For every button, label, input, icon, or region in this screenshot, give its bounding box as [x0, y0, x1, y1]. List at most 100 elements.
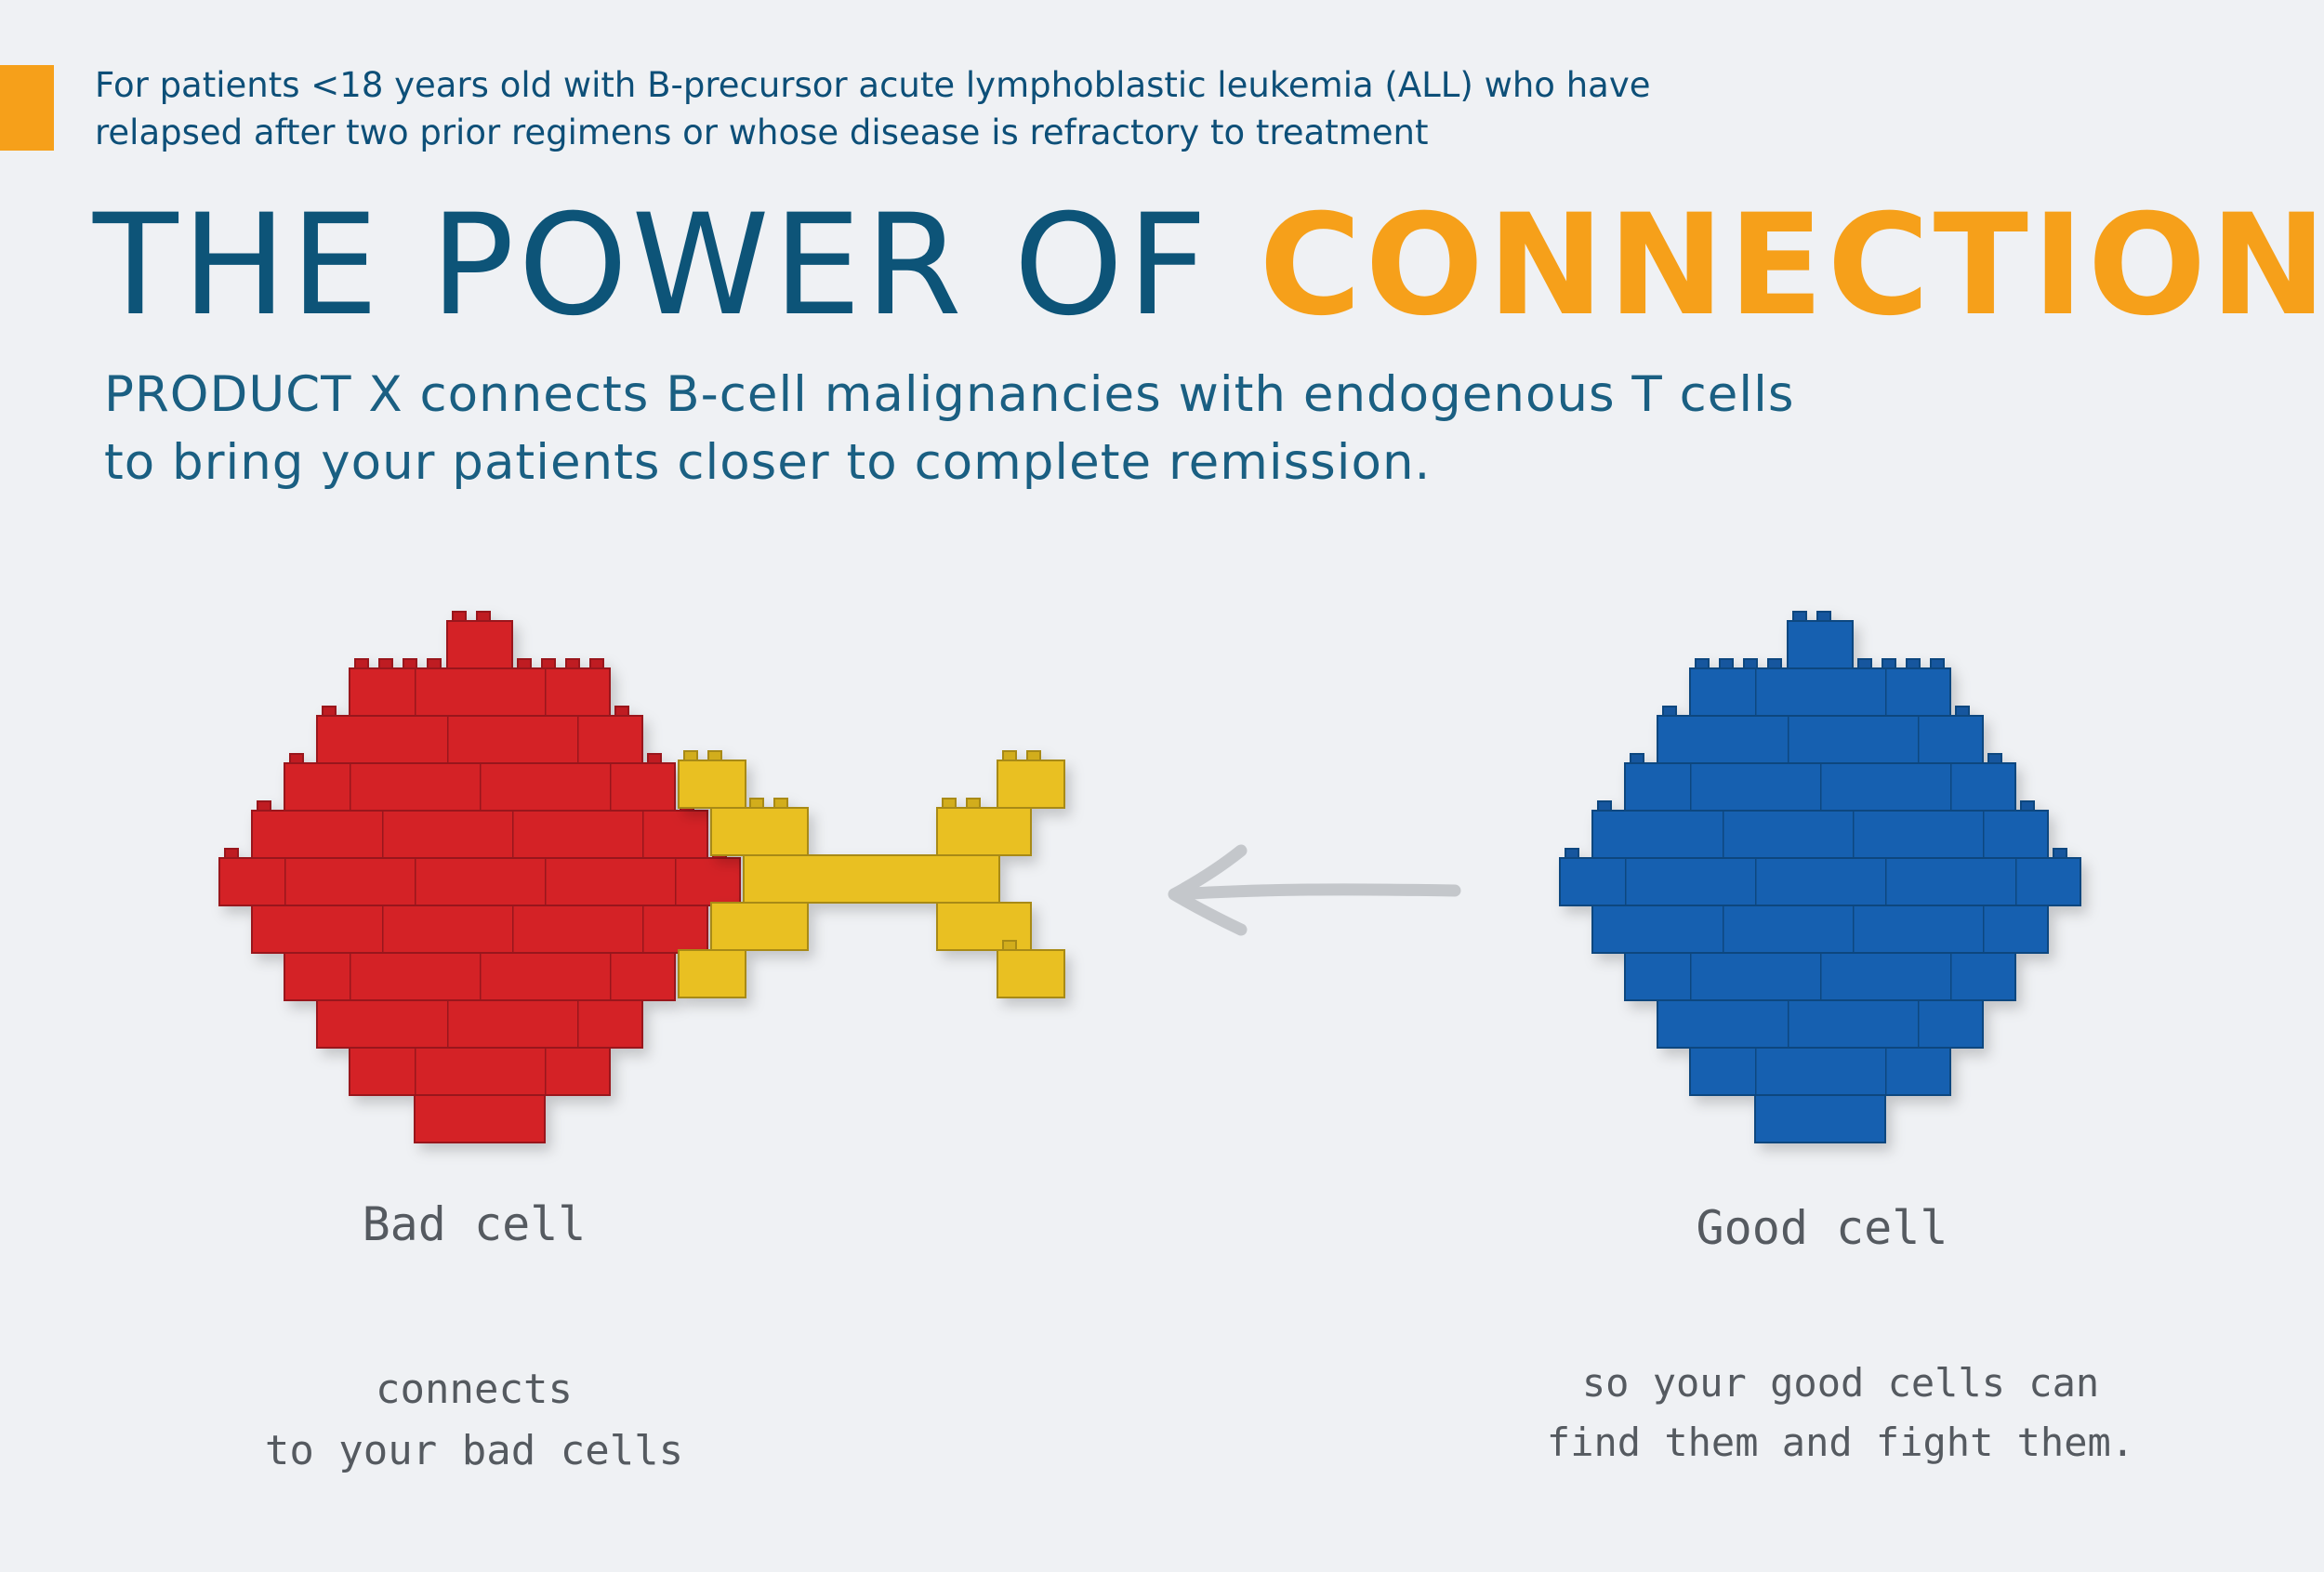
brick-seam — [577, 1001, 579, 1047]
connector-brick — [678, 949, 746, 998]
subtitle: PRODUCT X connects B-cell malignancies w… — [104, 361, 1917, 496]
subtitle-line-2: to bring your patients closer to complet… — [104, 434, 1432, 491]
brick-stud — [289, 753, 304, 764]
brick-stud — [966, 798, 981, 809]
brick-row — [349, 1047, 611, 1096]
brick-seam — [350, 954, 351, 999]
brick-seam — [1755, 669, 1757, 715]
brick-stud — [403, 658, 417, 669]
title-regular: THE POWER OF — [93, 185, 1211, 347]
brick-seam — [1755, 859, 1757, 905]
brick-stud — [322, 706, 337, 717]
brick-stud — [2020, 800, 2035, 812]
brick-stud — [1987, 753, 2002, 764]
connector-brick — [936, 807, 1032, 856]
brick-stud — [257, 800, 271, 812]
brick-seam — [545, 859, 547, 905]
brick-row — [251, 905, 708, 954]
brick-seam — [642, 812, 644, 857]
brick-stud — [647, 753, 662, 764]
right-caption-line-1: so your good cells can — [1581, 1360, 2100, 1406]
brick-seam — [1788, 717, 1789, 762]
brick-seam — [2015, 859, 2017, 905]
brick-seam — [1853, 812, 1855, 857]
brick-stud — [1695, 658, 1710, 669]
arrow-left-icon — [1168, 844, 1461, 936]
brick-seam — [382, 906, 384, 952]
brick-row — [414, 1094, 546, 1143]
brick-seam — [1950, 764, 1952, 810]
brick-seam — [350, 764, 351, 810]
brick-seam — [545, 1049, 547, 1094]
brick-stud — [1816, 611, 1831, 622]
connector-brick — [710, 807, 809, 856]
brick-stud — [2053, 848, 2067, 859]
brick-row — [1657, 715, 1984, 764]
brick-seam — [1885, 859, 1887, 905]
brick-seam — [382, 812, 384, 857]
brick-stud — [683, 750, 698, 761]
brick-stud — [378, 658, 393, 669]
brick-seam — [415, 859, 416, 905]
brick-seam — [447, 717, 449, 762]
brick-stud — [1882, 658, 1896, 669]
brick-seam — [1723, 812, 1724, 857]
brick-seam — [1755, 1049, 1757, 1094]
brick-seam — [512, 906, 514, 952]
brick-stud — [589, 658, 604, 669]
brick-row — [1559, 857, 2081, 906]
brick-stud — [1565, 848, 1579, 859]
subtitle-line-1: PRODUCT X connects B-cell malignancies w… — [104, 366, 1795, 423]
left-caption-line-2: to your bad cells — [264, 1427, 684, 1474]
brick-seam — [1918, 1001, 1920, 1047]
brick-seam — [480, 764, 482, 810]
brick-stud — [517, 658, 532, 669]
brick-row — [1754, 1094, 1886, 1143]
good-cell-brick-icon — [1559, 611, 2081, 1143]
brick-row — [316, 715, 643, 764]
brick-stud — [1930, 658, 1945, 669]
brick-stud — [1597, 800, 1612, 812]
brick-stud — [565, 658, 580, 669]
brick-seam — [447, 1001, 449, 1047]
brick-row — [1591, 810, 2049, 859]
brick-stud — [1630, 753, 1644, 764]
brick-stud — [773, 798, 788, 809]
title-bold: CONNECTION — [1259, 185, 2324, 347]
brick-row — [1657, 999, 1984, 1049]
bad-cell-brick-icon — [218, 611, 741, 1143]
brick-row — [349, 667, 611, 717]
page-title: THE POWER OF CONNECTION — [93, 182, 2324, 350]
connector-brick-icon — [678, 750, 1065, 998]
bad-cell-label: Bad cell — [362, 1197, 587, 1251]
left-caption-line-1: connects — [376, 1366, 573, 1413]
brick-stud — [452, 611, 467, 622]
brick-stud — [427, 658, 442, 669]
brick-stud — [707, 750, 722, 761]
brick-seam — [480, 954, 482, 999]
brick-stud — [1743, 658, 1758, 669]
brick-seam — [1918, 717, 1920, 762]
left-caption: connects to your bad cells — [232, 1359, 716, 1482]
brick-stud — [1002, 940, 1017, 951]
brick-seam — [577, 717, 579, 762]
brick-seam — [1853, 906, 1855, 952]
brick-seam — [1820, 954, 1822, 999]
connector-brick — [678, 760, 746, 809]
brick-stud — [1906, 658, 1921, 669]
brick-stud — [1002, 750, 1017, 761]
brick-seam — [610, 764, 612, 810]
brick-stud — [614, 706, 629, 717]
brick-seam — [284, 859, 286, 905]
accent-bar — [0, 65, 54, 151]
connector-brick — [997, 949, 1065, 998]
brick-seam — [1950, 954, 1952, 999]
eyebrow-line-1: For patients <18 years old with B-precur… — [95, 65, 1651, 105]
brick-seam — [512, 812, 514, 857]
brick-row — [251, 810, 708, 859]
brick-row — [218, 857, 741, 906]
brick-seam — [1788, 1001, 1789, 1047]
brick-stud — [1662, 706, 1677, 717]
brick-stud — [1857, 658, 1872, 669]
